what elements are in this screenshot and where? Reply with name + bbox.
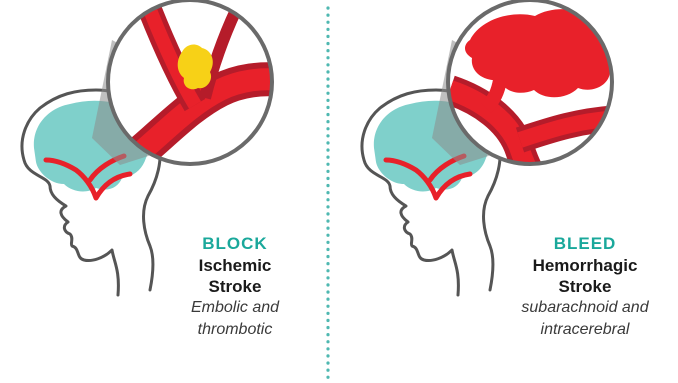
- ischemic-caption: BLOCK Ischemic Stroke Embolic and thromb…: [170, 233, 300, 341]
- ischemic-name-line1: Ischemic: [170, 255, 300, 276]
- ischemic-desc-line1: Embolic and: [170, 297, 300, 319]
- ischemic-desc-line2: thrombotic: [170, 319, 300, 341]
- hemorrhagic-kind-label: BLEED: [500, 233, 670, 255]
- ischemic-name-line2: Stroke: [170, 276, 300, 297]
- hemorrhagic-name-line1: Hemorrhagic: [500, 255, 670, 276]
- hemorrhagic-name-line2: Stroke: [500, 276, 670, 297]
- ischemic-kind-label: BLOCK: [170, 233, 300, 255]
- hemorrhagic-desc-line2: intracerebral: [500, 319, 670, 341]
- hemorrhagic-caption: BLEED Hemorrhagic Stroke subarachnoid an…: [500, 233, 670, 341]
- hemorrhagic-desc-line1: subarachnoid and: [500, 297, 670, 319]
